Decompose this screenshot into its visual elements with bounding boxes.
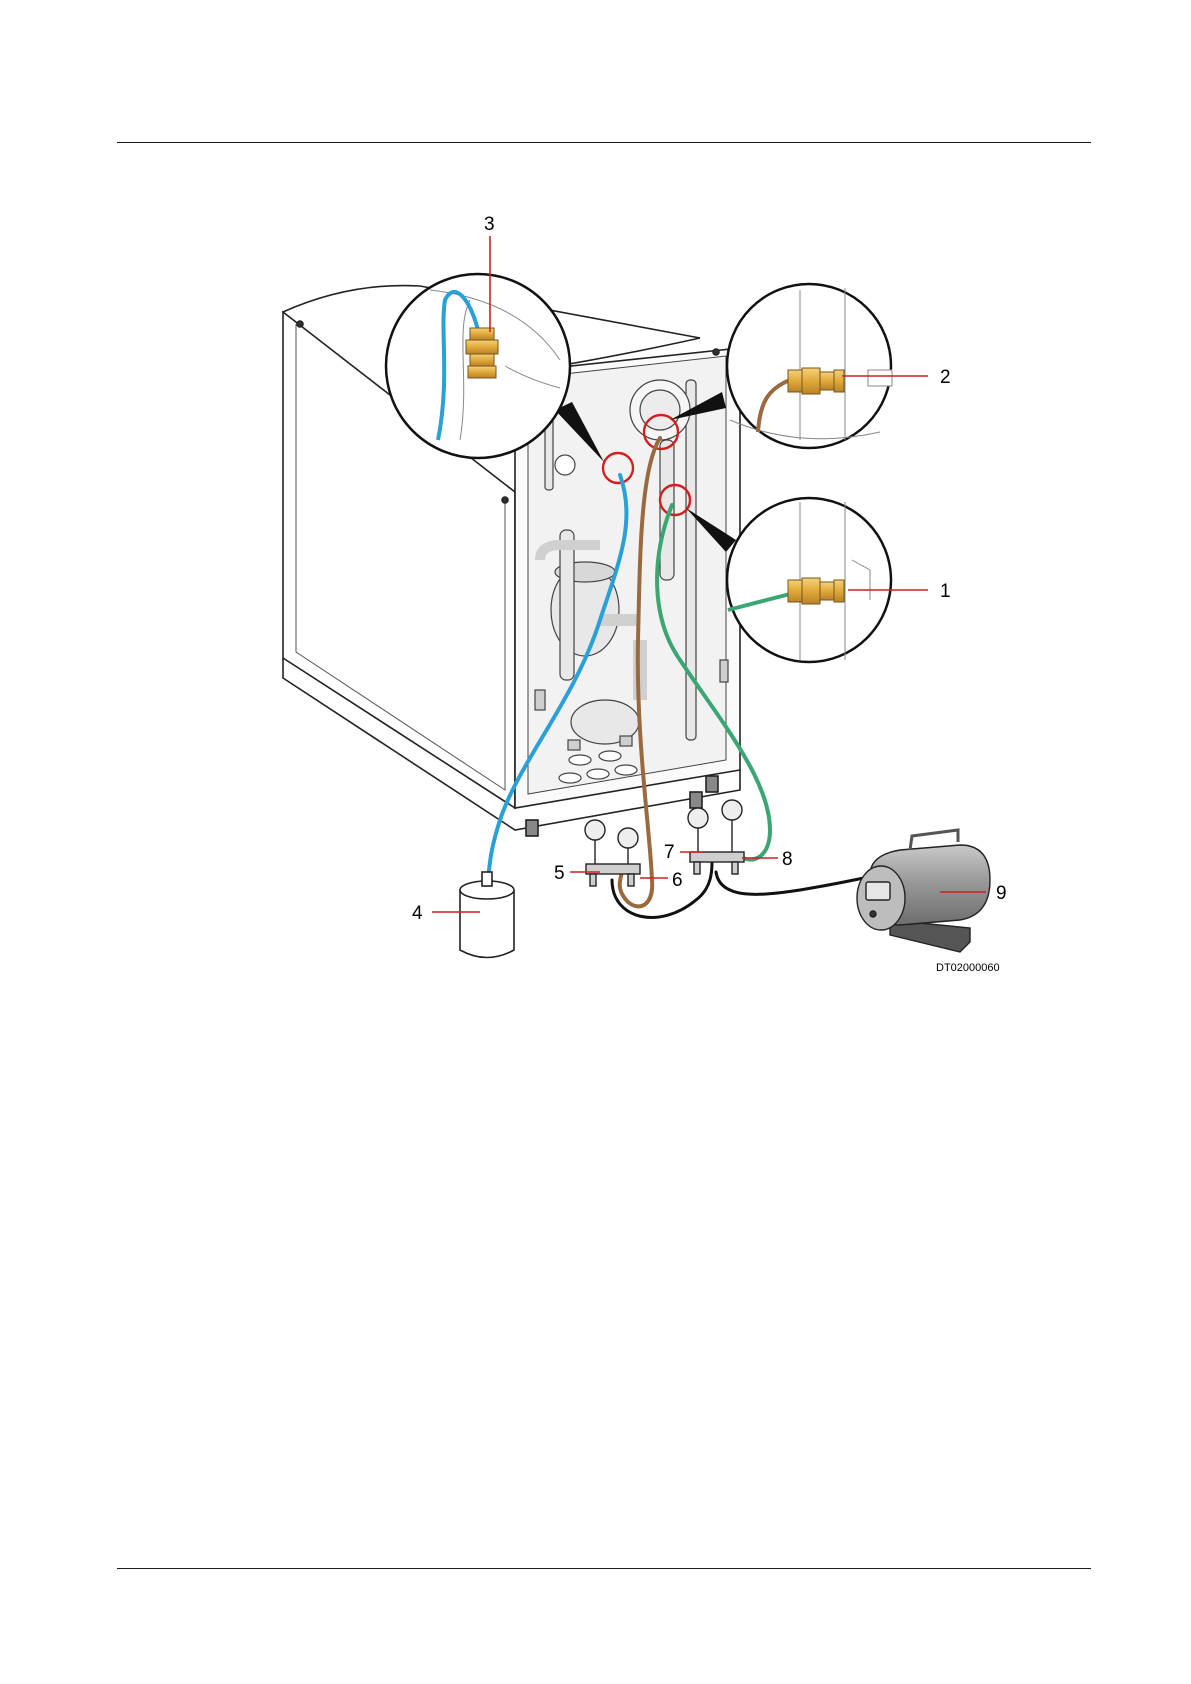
callout-6: 6 [672,870,683,891]
callout-2: 2 [940,367,951,388]
manifold-gauge-set-right [688,800,744,874]
figure-code: DT02000060 [936,962,1000,974]
callout-3: 3 [484,214,495,235]
magnifier-detail-1 [727,498,891,662]
cabinet-foot [690,792,702,808]
manifold-gauge-set-left [585,820,640,886]
callout-1: 1 [940,581,951,602]
vacuum-pump [857,830,990,952]
callout-4: 4 [412,903,423,924]
callout-5: 5 [554,863,565,884]
fitting-icon [788,578,844,604]
cabinet-foot [706,776,718,792]
container-vessel [460,872,514,958]
magnifier-detail-2 [727,284,892,448]
fitting-icon [466,328,498,378]
callout-9: 9 [996,883,1007,904]
callout-7: 7 [664,842,675,863]
magnifier-detail-3 [386,274,570,458]
callout-8: 8 [782,849,793,870]
cabinet-foot [526,820,538,836]
fitting-icon [788,368,844,394]
